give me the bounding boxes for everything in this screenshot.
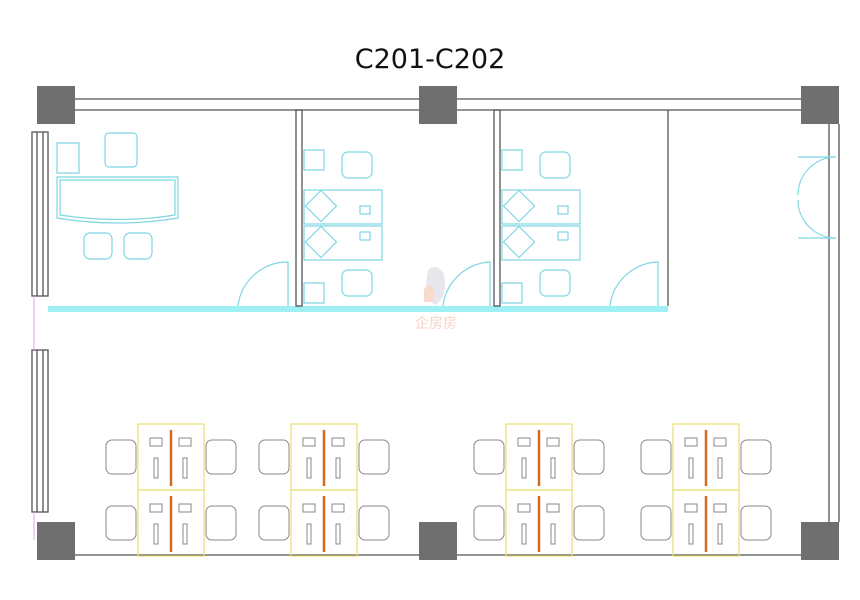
return-desk [502, 189, 536, 223]
monitor [688, 457, 694, 479]
watermark-logo: 企房房 [415, 266, 457, 332]
cabinet [303, 282, 325, 304]
monitor [550, 457, 556, 479]
keyboard [684, 437, 698, 447]
monitor [550, 523, 556, 545]
workstation-desk-pair [137, 489, 205, 557]
monitor [182, 523, 188, 545]
monitor [717, 457, 723, 479]
monitor [335, 457, 341, 479]
cabinet [501, 282, 523, 304]
chair [105, 439, 137, 475]
return-desk [304, 189, 338, 223]
monitor [335, 523, 341, 545]
cabinet [303, 149, 325, 171]
keyboard [302, 437, 316, 447]
phone [557, 231, 569, 241]
office-desk-group [501, 149, 581, 304]
return-desk [502, 225, 536, 259]
keyboard [713, 437, 727, 447]
keyboard [517, 503, 531, 513]
phone [359, 205, 371, 215]
desk [501, 225, 581, 261]
chair [358, 505, 390, 541]
watermark-text: 企房房 [415, 315, 457, 332]
plan-title: C201-C202 [354, 44, 506, 75]
phone [557, 205, 569, 215]
chair [740, 439, 772, 475]
chair [105, 505, 137, 541]
desk [303, 189, 383, 225]
workstation-cluster [258, 423, 390, 557]
keyboard [546, 503, 560, 513]
chair [539, 151, 571, 179]
desk [501, 189, 581, 225]
partitions [48, 109, 669, 312]
chair [573, 505, 605, 541]
keyboard [517, 437, 531, 447]
workstation-desk-pair [290, 489, 358, 557]
chair [640, 439, 672, 475]
chair [341, 269, 373, 297]
chair [473, 505, 505, 541]
workstation-clusters [105, 423, 772, 557]
workstation-cluster [105, 423, 237, 557]
keyboard [546, 437, 560, 447]
workstation-cluster [640, 423, 772, 557]
monitor [153, 523, 159, 545]
workstation-desk-pair [505, 489, 573, 557]
cabinet [501, 149, 523, 171]
manager-office-furniture [56, 132, 179, 260]
return-desk [304, 225, 338, 259]
monitor [521, 523, 527, 545]
keyboard [149, 503, 163, 513]
chair [358, 439, 390, 475]
chair [740, 505, 772, 541]
monitor [521, 457, 527, 479]
office-desk-group [303, 149, 383, 304]
keyboard [684, 503, 698, 513]
chair [258, 505, 290, 541]
desk [303, 225, 383, 261]
keyboard [331, 437, 345, 447]
monitor [153, 457, 159, 479]
monitor [182, 457, 188, 479]
private-office-furniture [303, 149, 581, 304]
monitor [306, 457, 312, 479]
monitor [306, 523, 312, 545]
chair [473, 439, 505, 475]
keyboard [178, 503, 192, 513]
keyboard [149, 437, 163, 447]
keyboard [713, 503, 727, 513]
workstation-cluster [473, 423, 605, 557]
chair [341, 151, 373, 179]
workstation-desk-pair [672, 489, 740, 557]
monitor [688, 523, 694, 545]
chair [573, 439, 605, 475]
keyboard [178, 437, 192, 447]
chair [205, 505, 237, 541]
monitor [717, 523, 723, 545]
chair [205, 439, 237, 475]
chair [640, 505, 672, 541]
chair [539, 269, 571, 297]
phone [359, 231, 371, 241]
keyboard [331, 503, 345, 513]
keyboard [302, 503, 316, 513]
chair [258, 439, 290, 475]
columns [37, 86, 839, 560]
doors [237, 156, 837, 307]
